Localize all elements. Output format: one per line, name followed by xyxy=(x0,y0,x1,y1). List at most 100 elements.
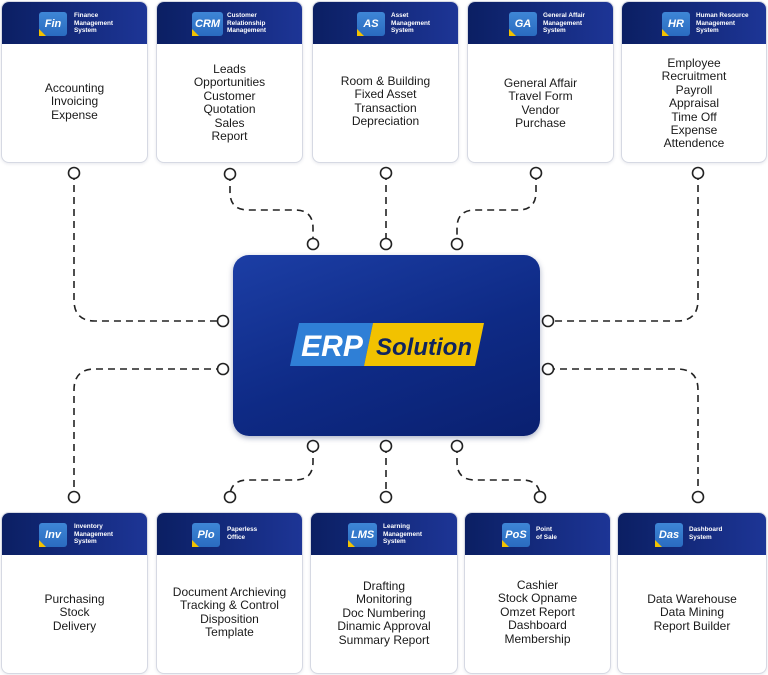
module-title: Human Resource Management System xyxy=(696,12,749,34)
list-item: Invoicing xyxy=(50,94,99,109)
list-item: Membership xyxy=(504,631,571,646)
node-hub-top-1 xyxy=(306,237,320,251)
module-items: Data Warehouse Data Mining Report Builde… xyxy=(618,592,766,633)
module-badge-lms: LMS xyxy=(348,523,378,547)
node-fin-top xyxy=(67,166,81,180)
list-item: Appraisal xyxy=(668,96,720,111)
list-item: Doc Numbering xyxy=(342,605,426,620)
module-badge-das: Das xyxy=(655,523,683,547)
node-ga-top xyxy=(529,166,543,180)
module-title: General Affair Management System xyxy=(543,12,586,34)
module-items: Leads Opportunities Customer Quotation S… xyxy=(157,62,302,144)
list-item: Travel Form xyxy=(508,89,573,104)
node-inv-bottom xyxy=(67,490,81,504)
list-item: Expense xyxy=(51,107,98,122)
logo-solution-text: Solution xyxy=(376,334,472,361)
list-item: Expense xyxy=(670,123,718,138)
node-hub-left-upper xyxy=(216,314,230,328)
module-card-hr: HR Human Resource Management System Empl… xyxy=(621,1,767,163)
list-item: Time Off xyxy=(671,109,717,124)
list-item: Dashboard xyxy=(508,618,567,633)
module-items: Accounting Invoicing Expense xyxy=(2,81,147,122)
module-items: Document Archieving Tracking & Control D… xyxy=(157,585,302,640)
connector-hr xyxy=(548,173,699,322)
list-item: Data Mining xyxy=(659,605,725,620)
module-badge-pos: PoS xyxy=(502,523,530,547)
module-card-ga: GA General Affair Management System Gene… xyxy=(467,1,614,163)
module-header: Plo Paperless Office xyxy=(157,513,302,555)
list-item: Transaction xyxy=(354,100,417,115)
erp-solution-logo: ERP Solution xyxy=(290,323,484,366)
list-item: Data Warehouse xyxy=(647,592,737,606)
node-hub-bottom-3 xyxy=(450,439,464,453)
node-as-top xyxy=(379,166,393,180)
node-hr-top xyxy=(691,166,705,180)
module-items: Room & Building Fixed Asset Transaction … xyxy=(313,74,458,129)
list-item: Stock Opname xyxy=(497,591,578,606)
module-header: LMS Learning Management System xyxy=(311,513,457,555)
module-badge-inv: Inv xyxy=(39,523,67,547)
module-items: Cashier Stock Opname Omzet Report Dashbo… xyxy=(465,578,610,646)
list-item: Template xyxy=(205,625,254,640)
connector-ga xyxy=(456,173,537,244)
list-item: Purchase xyxy=(515,116,566,131)
node-hub-left-lower xyxy=(216,362,230,376)
module-card-plo: Plo Paperless Office Document Archieving… xyxy=(156,512,303,674)
module-title: Learning Management System xyxy=(383,523,423,545)
list-item: Depreciation xyxy=(351,114,420,129)
module-items: Purchasing Stock Delivery xyxy=(2,592,147,633)
module-title: Dashboard System xyxy=(689,526,723,541)
list-item: Monitoring xyxy=(355,592,413,607)
list-item: Attendence xyxy=(663,136,725,151)
module-header: PoS Point of Sale xyxy=(465,513,610,555)
module-header: AS Asset Management System xyxy=(313,2,458,44)
connector-crm xyxy=(229,174,314,244)
list-item: Leads xyxy=(213,62,246,76)
list-item: Opportunities xyxy=(193,75,266,90)
list-item: Cashier xyxy=(516,578,559,592)
connector-pos xyxy=(456,446,541,498)
module-badge-ga: GA xyxy=(509,12,537,36)
list-item: Summary Report xyxy=(338,632,430,647)
node-das-bottom xyxy=(691,490,705,504)
module-title: Finance Management System xyxy=(74,12,114,34)
module-items: Drafting Monitoring Doc Numbering Dinami… xyxy=(311,579,457,647)
module-badge-fin: Fin xyxy=(39,12,67,36)
node-hub-top-2 xyxy=(379,237,393,251)
node-pos-bottom xyxy=(533,490,547,504)
list-item: Purchasing xyxy=(44,592,105,606)
list-item: Drafting xyxy=(362,579,406,593)
list-item: Omzet Report xyxy=(500,604,575,619)
list-item: Tracking & Control xyxy=(180,598,279,613)
node-hub-bottom-2 xyxy=(379,439,393,453)
list-item: Dinamic Approval xyxy=(337,619,431,634)
list-item: Customer xyxy=(203,88,256,103)
module-card-pos: PoS Point of Sale Cashier Stock Opname O… xyxy=(464,512,611,674)
module-header: Das Dashboard System xyxy=(618,513,766,555)
module-badge-as: AS xyxy=(357,12,385,36)
module-header: Fin Finance Management System xyxy=(2,2,147,44)
module-card-das: Das Dashboard System Data Warehouse Data… xyxy=(617,512,767,674)
list-item: Recruitment xyxy=(661,69,727,84)
module-card-as: AS Asset Management System Room & Buildi… xyxy=(312,1,459,163)
node-hub-top-3 xyxy=(450,237,464,251)
list-item: Accounting xyxy=(44,81,105,95)
node-crm-top xyxy=(223,167,237,181)
connector-inv xyxy=(73,368,223,496)
node-hub-right-upper xyxy=(541,314,555,328)
list-item: Report xyxy=(211,129,248,144)
module-title: Asset Management System xyxy=(391,12,431,34)
module-badge-plo: Plo xyxy=(192,523,220,547)
list-item: Report Builder xyxy=(653,618,731,633)
list-item: Delivery xyxy=(52,618,97,633)
module-card-inv: Inv Inventory Management System Purchasi… xyxy=(1,512,148,674)
node-plo-bottom xyxy=(223,490,237,504)
module-header: HR Human Resource Management System xyxy=(622,2,766,44)
list-item: Disposition xyxy=(200,611,259,626)
module-items: Employee Recruitment Payroll Appraisal T… xyxy=(622,56,766,151)
connector-das xyxy=(548,368,699,496)
module-title: Customer Relationship Management xyxy=(227,12,267,34)
module-card-lms: LMS Learning Management System Drafting … xyxy=(310,512,458,674)
list-item: Quotation xyxy=(203,102,256,117)
